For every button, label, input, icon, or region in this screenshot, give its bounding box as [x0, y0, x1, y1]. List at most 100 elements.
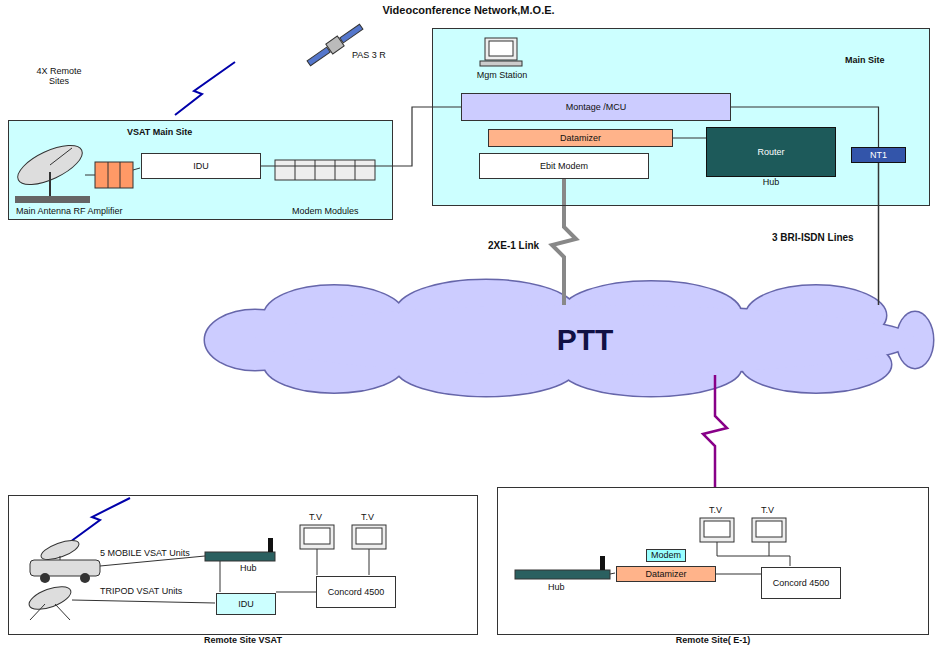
node-text: Datamizer	[560, 133, 601, 143]
satellite-label: PAS 3 R	[352, 50, 386, 60]
tv-monitor	[704, 521, 730, 537]
router-box: RouterHub	[706, 127, 836, 177]
modem-modules	[295, 160, 296, 180]
modem-modules	[315, 160, 316, 180]
radio-link-symbol	[70, 498, 130, 542]
node-body: IDU	[217, 594, 275, 614]
part-label: T.V	[361, 512, 374, 522]
tripod-vsat-dish	[26, 582, 74, 614]
satellite-icon	[340, 24, 363, 43]
link-label: 3 BRI-ISDN Lines	[770, 232, 856, 243]
node-text: Remote Site( E-1)	[676, 635, 751, 645]
main-antenna	[12, 138, 95, 203]
cloud-outline	[255, 305, 915, 375]
part-label: Hub	[240, 563, 257, 573]
node-text: Mgm Station	[477, 70, 528, 80]
rf-amplifier	[95, 162, 133, 188]
node-text: IDU	[193, 161, 209, 171]
main-antenna	[50, 148, 72, 165]
main-antenna	[85, 175, 95, 176]
modem-modules	[335, 160, 336, 180]
tv-monitor	[700, 518, 734, 542]
node-body: PTT	[255, 305, 915, 375]
rf-amplifier	[108, 162, 109, 188]
link-line	[716, 573, 761, 574]
mobile-vsat-car	[30, 537, 205, 583]
mobile-vsat-car	[39, 537, 81, 564]
tv-monitor	[356, 528, 382, 544]
tv-monitor	[300, 525, 334, 549]
management-computer	[489, 41, 513, 56]
modem-box: Modem	[646, 549, 686, 562]
part-label: T.V	[709, 505, 722, 515]
network-cloud: PTT	[255, 305, 915, 375]
part-label: Hub	[548, 582, 565, 592]
node-text: NT1	[870, 150, 887, 160]
node-body: Ebit Modem	[480, 154, 648, 178]
tv-monitor	[304, 528, 330, 544]
node-body: IDU	[142, 154, 260, 178]
link-line	[261, 107, 461, 166]
satellite-icon	[305, 22, 364, 69]
node-text: Main Site	[845, 55, 885, 65]
datamizer-box: Datamizer	[616, 566, 716, 582]
mcu-box: Montage /MCU	[461, 93, 731, 121]
link-line	[276, 591, 316, 592]
panel-fill	[8, 120, 393, 220]
idu-box: IDU	[141, 153, 261, 179]
radio-link-symbol	[70, 62, 235, 542]
node-text: Concord 4500	[773, 578, 830, 588]
management-computer	[480, 38, 522, 66]
link-line	[552, 179, 576, 305]
hub-device	[268, 538, 273, 552]
node-text: Ebit Modem	[540, 161, 588, 171]
tripod-vsat-dish	[26, 582, 215, 620]
part-label: 5 MOBILE VSAT Units	[100, 548, 190, 558]
tv-monitor	[769, 542, 770, 556]
node-body: Datamizer	[489, 130, 672, 146]
node-body: NT1	[852, 148, 905, 162]
mobile-vsat-car	[30, 560, 100, 576]
part-label: Main Antenna RF Amplifier	[16, 206, 123, 216]
station-icon: Mgm Station	[479, 37, 525, 69]
part-label: TRIPOD VSAT Units	[100, 586, 182, 596]
modem-modules	[355, 160, 356, 180]
part-label: T.V	[761, 505, 774, 515]
node-text: Hub	[763, 177, 780, 187]
satellite-label: 4X Remote Sites	[28, 66, 90, 87]
cloud-fill	[255, 305, 915, 375]
rf-amplifier	[95, 162, 140, 188]
hub-device	[205, 552, 275, 561]
hub-device	[220, 561, 221, 592]
codec-box: Concord 4500	[316, 576, 396, 608]
rf-amplifier	[133, 168, 140, 170]
node-text: Router	[757, 147, 784, 157]
tripod-vsat-dish	[72, 600, 215, 603]
rf-amplifier	[120, 162, 121, 188]
link-line	[673, 137, 706, 138]
site-panel: Main SiteMgm StationMontage /MCUDatamize…	[432, 28, 930, 206]
part-label: Modem Modules	[292, 206, 359, 216]
mobile-vsat-car	[60, 556, 61, 560]
node-body: Montage /MCU	[462, 94, 730, 120]
tv-monitor	[756, 521, 782, 537]
link-line	[703, 375, 727, 487]
codec-box: Concord 4500	[761, 567, 841, 599]
idu-box: IDU	[216, 593, 276, 615]
node-body: Datamizer	[617, 567, 715, 581]
tv-monitor	[369, 549, 370, 575]
hub-device	[610, 573, 615, 574]
nt1-box: NT1	[851, 147, 906, 163]
main-antenna	[15, 196, 90, 203]
node-text: PTT	[557, 323, 614, 358]
datamizer-box: Datamizer	[488, 129, 673, 147]
node-body: Concord 4500	[762, 568, 840, 598]
modem-modules	[275, 160, 375, 180]
satellite-icon	[307, 47, 330, 66]
cloud-shape	[205, 280, 933, 396]
tv-monitor	[317, 549, 318, 575]
link-line	[878, 163, 880, 305]
node-text: Datamizer	[645, 569, 686, 579]
link-label: 2XE-1 Link	[486, 240, 541, 251]
